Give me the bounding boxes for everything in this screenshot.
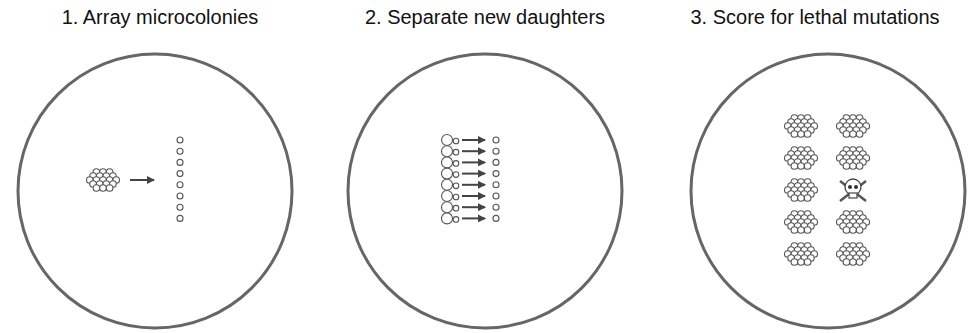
arrow	[462, 150, 485, 152]
arrow	[462, 139, 485, 141]
cell	[493, 137, 499, 143]
cell	[453, 194, 459, 200]
cell	[791, 195, 798, 202]
cell	[493, 148, 499, 154]
cell	[493, 182, 499, 188]
cell	[798, 259, 805, 266]
arrow	[462, 206, 485, 208]
arrow	[462, 173, 485, 175]
petri-dish	[18, 54, 292, 328]
cell	[804, 163, 811, 170]
cell	[791, 131, 798, 138]
cell	[804, 259, 811, 266]
cell	[177, 137, 183, 143]
cell	[493, 215, 499, 221]
cell	[493, 159, 499, 165]
cell	[453, 183, 459, 189]
cell	[453, 205, 459, 211]
petri-dish	[348, 54, 622, 328]
cell	[791, 259, 798, 266]
cell	[850, 259, 857, 266]
step-heading: 3. Score for lethal mutations	[690, 6, 939, 29]
cell	[850, 163, 857, 170]
cell	[442, 157, 453, 168]
cell	[850, 227, 857, 234]
cell-drawings	[87, 115, 870, 266]
arrow	[462, 184, 485, 186]
eye	[848, 185, 852, 189]
cell	[442, 168, 453, 179]
step-heading: 2. Separate new daughters	[365, 6, 605, 29]
cell	[843, 259, 850, 266]
jaw	[849, 193, 857, 198]
cell	[177, 171, 183, 177]
cell	[177, 193, 183, 199]
cell	[177, 148, 183, 154]
cell	[442, 213, 453, 224]
cell	[856, 227, 863, 234]
cell	[100, 185, 107, 192]
cell	[843, 227, 850, 234]
cell	[177, 182, 183, 188]
petri-dish	[691, 54, 965, 328]
arrow	[462, 195, 485, 197]
cell	[856, 131, 863, 138]
cell	[798, 227, 805, 234]
step-heading: 1. Array microcolonies	[62, 6, 259, 29]
cell	[177, 204, 183, 210]
cell	[850, 131, 857, 138]
arrow	[462, 161, 485, 163]
cell	[453, 161, 459, 167]
cell	[798, 195, 805, 202]
cell	[493, 193, 499, 199]
arrow	[130, 179, 154, 181]
cell	[453, 172, 459, 178]
cell	[843, 163, 850, 170]
cell	[856, 259, 863, 266]
cell	[843, 131, 850, 138]
cell	[177, 159, 183, 165]
cell	[453, 149, 459, 155]
eye	[854, 185, 858, 189]
skull-symbol	[840, 179, 866, 201]
cell	[804, 131, 811, 138]
cell	[442, 202, 453, 213]
cell	[442, 191, 453, 202]
cell	[493, 204, 499, 210]
cell	[442, 135, 453, 146]
cell	[856, 163, 863, 170]
cell	[93, 185, 100, 192]
cell	[798, 131, 805, 138]
cell	[442, 179, 453, 190]
arrow	[462, 217, 485, 219]
cell	[453, 217, 459, 223]
cell	[804, 195, 811, 202]
cell	[453, 138, 459, 144]
cell	[106, 185, 113, 192]
cell	[798, 163, 805, 170]
cell	[493, 171, 499, 177]
cell	[804, 227, 811, 234]
cell	[791, 227, 798, 234]
cell	[442, 146, 453, 157]
cell	[791, 163, 798, 170]
cell	[177, 215, 183, 221]
